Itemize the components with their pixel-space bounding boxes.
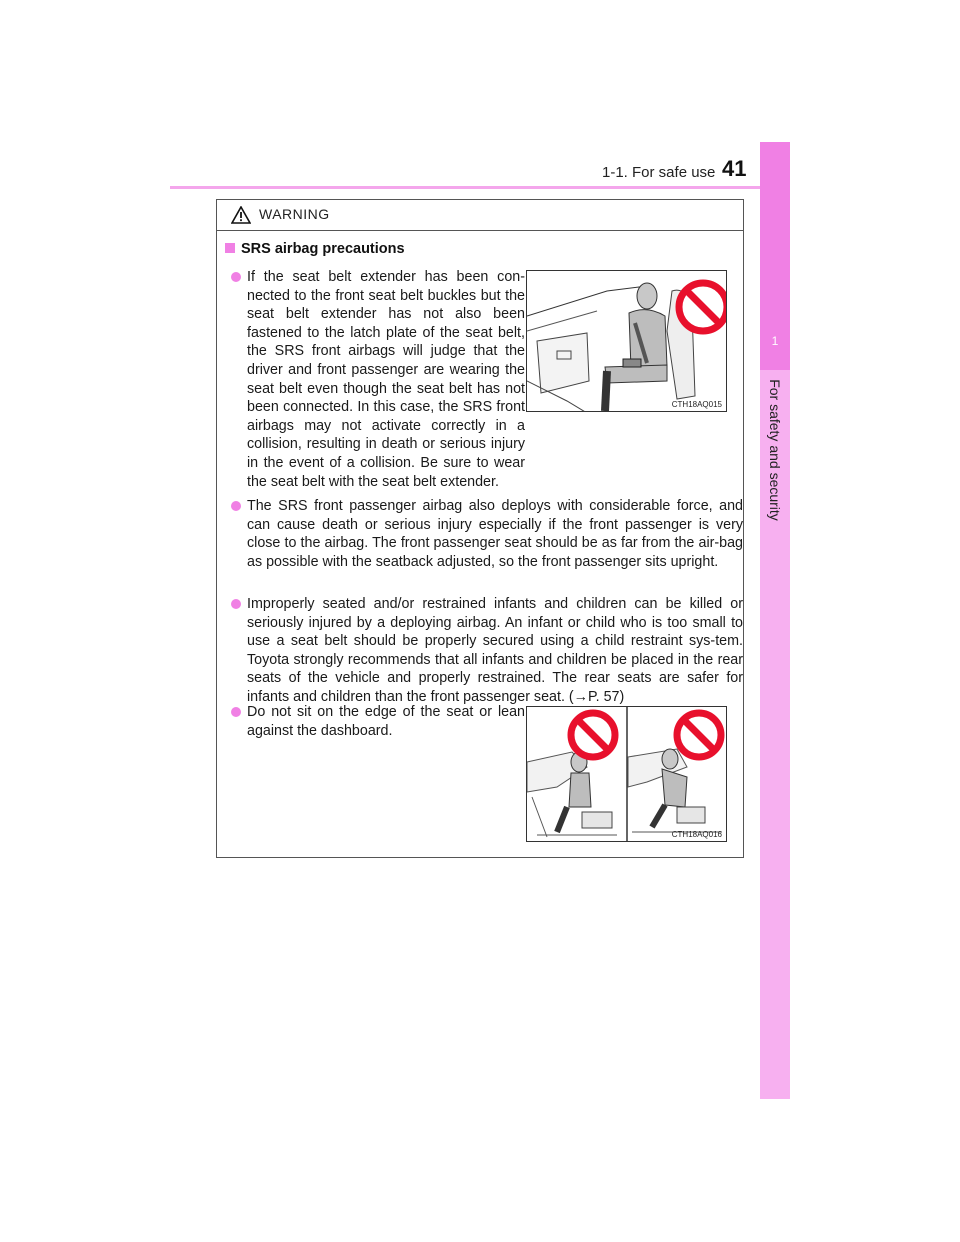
chapter-number: 1 bbox=[771, 334, 779, 348]
warning-title: WARNING bbox=[259, 206, 330, 222]
list-item: The SRS front passenger airbag also depl… bbox=[231, 497, 743, 571]
figure-code: CTH18AQ016 bbox=[671, 830, 722, 839]
warning-header: WARNING bbox=[217, 200, 743, 231]
car-interior-illustration bbox=[527, 279, 726, 411]
list-item: Do not sit on the edge of the seat or le… bbox=[231, 703, 525, 740]
section-title: 1-1. For safe use bbox=[602, 164, 716, 181]
prohibited-icon bbox=[567, 709, 619, 761]
page-number: 41 bbox=[722, 156, 747, 181]
prohibited-icon bbox=[673, 709, 725, 761]
chapter-tab-highlight bbox=[760, 142, 790, 370]
list-item: Improperly seated and/or restrained infa… bbox=[231, 595, 743, 707]
seatbelt-extender-illustration: CTH18AQ015 bbox=[526, 270, 727, 412]
list-item-text: The SRS front passenger airbag also depl… bbox=[247, 498, 743, 570]
square-bullet-icon bbox=[225, 243, 235, 253]
list-item: If the seat belt extender has been con-n… bbox=[231, 268, 525, 491]
bullet-dot-icon bbox=[231, 272, 241, 282]
chapter-title: For safety and security bbox=[767, 379, 783, 521]
section-heading-text: SRS airbag precautions bbox=[241, 241, 405, 257]
bullet-dot-icon bbox=[231, 707, 241, 717]
bullet-dot-icon bbox=[231, 599, 241, 609]
warning-triangle-icon bbox=[231, 206, 251, 224]
figure-code: CTH18AQ015 bbox=[671, 400, 722, 409]
improper-seating-drawing bbox=[527, 707, 725, 841]
warning-box: WARNING SRS airbag precautions If the se… bbox=[216, 199, 744, 858]
list-item-text: Improperly seated and/or restrained infa… bbox=[247, 596, 743, 705]
improper-seating-illustration: CTH18AQ016 bbox=[526, 706, 727, 842]
section-heading: SRS airbag precautions bbox=[225, 241, 405, 257]
prohibited-icon bbox=[675, 279, 726, 335]
list-item-text: If the seat belt extender has been con-n… bbox=[247, 269, 525, 490]
header-divider bbox=[170, 186, 790, 189]
bullet-dot-icon bbox=[231, 501, 241, 511]
list-item-text: Do not sit on the edge of the seat or le… bbox=[247, 704, 525, 739]
